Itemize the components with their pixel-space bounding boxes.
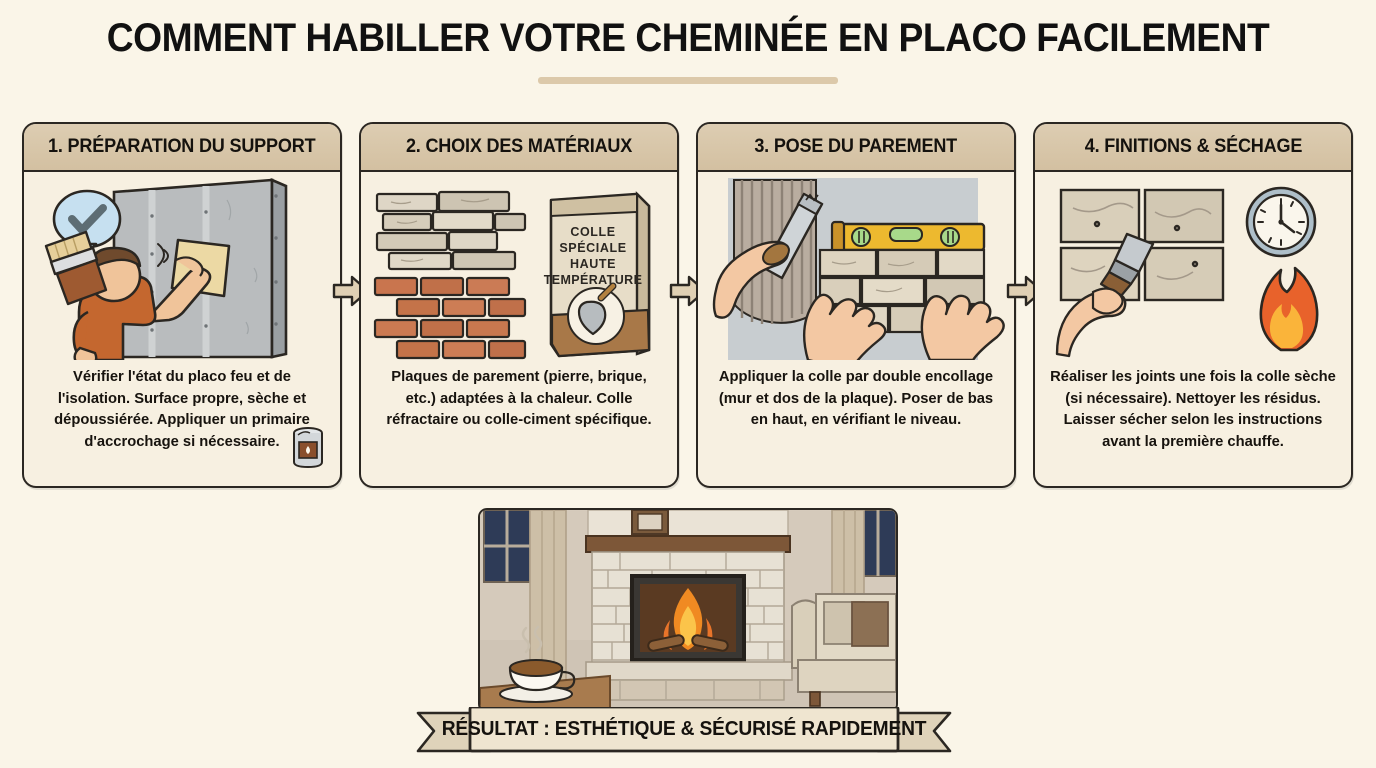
tea-cup-icon [480,625,611,711]
result-ribbon: RÉSULTAT : ESTHÉTIQUE & SÉCURISÉ RAPIDEM… [412,707,956,763]
step-2-header: 2. CHOIX DES MATÉRIAUX [361,124,677,172]
svg-text:COLLE: COLLE [570,225,615,239]
step-1-header-label: 1. PRÉPARATION DU SUPPORT [48,136,316,157]
step-card-3[interactable]: 3. POSE DU PAREMENT [696,122,1016,488]
step-card-1[interactable]: 1. PRÉPARATION DU SUPPORT [22,122,342,488]
worker-icon [72,246,157,360]
hand-icon [1055,287,1127,358]
step-2-illustration: COLLE SPÉCIALE HAUTE TEMPÉRATURE [361,172,677,360]
bag-text-icon: COLLE SPÉCIALE HAUTE TEMPÉRATURE [544,225,643,287]
step-1-caption: Vérifier l'état du placo feu et de l'iso… [54,368,310,450]
result-photo [478,508,898,713]
paint-brush-icon [44,230,108,306]
step-4-illustration [1035,172,1351,360]
stone-tile-icon [1059,188,1225,302]
arrow-gap-3 [1006,122,1044,488]
page-title: COMMENT HABILLER VOTRE CHEMINÉE EN PLACO… [106,16,1270,60]
step-1-header: 1. PRÉPARATION DU SUPPORT [24,124,340,172]
hand-icon [142,256,212,324]
hand-icon-lower-right [920,294,1005,360]
hand-icon-left [712,240,790,319]
check-bubble-icon [52,189,122,260]
trowel-icon [577,282,617,336]
step-4-header: 4. FINITIONS & SÉCHAGE [1035,124,1351,172]
svg-text:HAUTE: HAUTE [570,257,616,271]
step-1-illustration [24,172,340,360]
spirit-level-icon [830,220,986,254]
title-divider [538,77,838,84]
hand-icon-lower-left [802,293,887,360]
step-3-header-label: 3. POSE DU PAREMENT [754,136,958,157]
adhesive-bag-icon: COLLE SPÉCIALE HAUTE TEMPÉRATURE [544,191,651,358]
flame-icon [1259,266,1319,352]
page-header: COMMENT HABILLER VOTRE CHEMINÉE EN PLACO… [0,16,1376,84]
fireplace-stone-icon [585,510,793,701]
primer-can-icon [290,424,326,470]
stone-panel-icon [375,190,527,271]
sofa-icon [791,593,896,707]
jointing-knife-icon [1099,232,1155,298]
step-3-header: 3. POSE DU PAREMENT [698,124,1014,172]
step-4-header-label: 4. FINITIONS & SÉCHAGE [1084,136,1302,157]
step-3-caption: Appliquer la colle par double encollage … [718,368,994,429]
svg-text:TEMPÉRATURE: TEMPÉRATURE [544,272,643,287]
step-card-4[interactable]: 4. FINITIONS & SÉCHAGE [1033,122,1353,488]
step-card-2[interactable]: 2. CHOIX DES MATÉRIAUX [359,122,679,488]
clock-icon [1245,186,1317,258]
svg-text:SPÉCIALE: SPÉCIALE [559,240,626,255]
brick-wall-icon [373,276,527,360]
step-3-illustration [698,172,1014,360]
arrow-gap-2 [669,122,707,488]
arrow-gap-1 [332,122,370,488]
step-4-caption: Réaliser les joints une fois la colle sè… [1050,368,1336,450]
step-2-caption: Plaques de parement (pierre, brique, etc… [386,368,652,429]
log-icon [647,634,729,652]
steps-container: 1. PRÉPARATION DU SUPPORT [22,122,1354,488]
step-2-header-label: 2. CHOIX DES MATÉRIAUX [405,136,633,157]
window-icon [483,510,896,583]
